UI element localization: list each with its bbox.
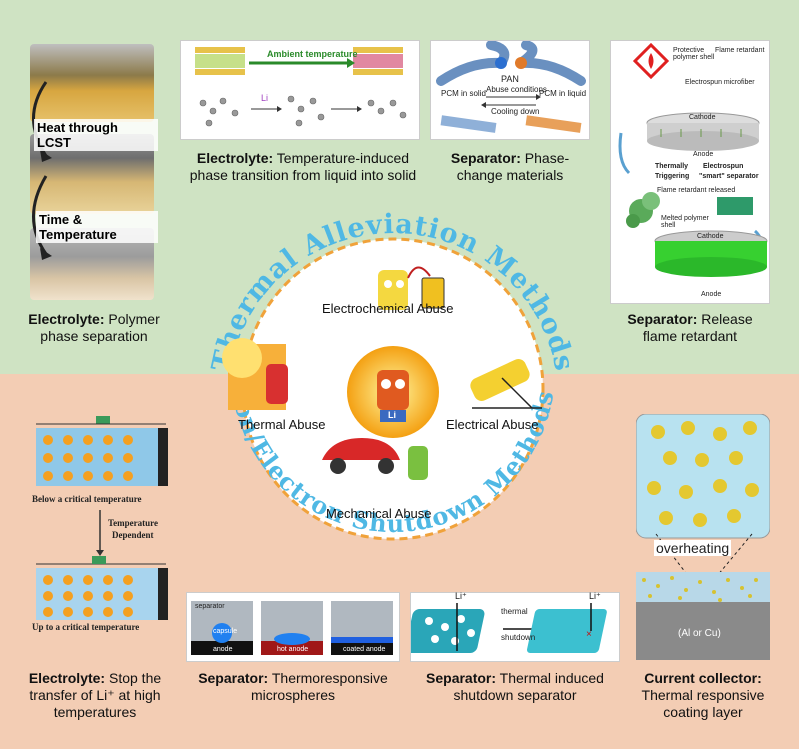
collector-caption: Current collector:Thermal responsive coa… bbox=[641, 670, 765, 720]
cathode2-label: Cathode bbox=[697, 233, 724, 240]
stop-transfer-panel: Below a critical temperature Temperature… bbox=[26, 416, 174, 636]
pcm-solid-label: PCM in solid bbox=[441, 89, 486, 98]
cooling-label: Cooling down bbox=[491, 107, 540, 116]
triggering-label: Triggering bbox=[655, 173, 690, 180]
ambient-temp-label: Ambient temperature bbox=[267, 49, 358, 59]
time-temp-label: Time & Temperature bbox=[36, 211, 158, 243]
flame-caption: Separator: Release flame retardant bbox=[627, 311, 753, 344]
melted-shell-label: Melted polymer shell bbox=[661, 215, 709, 229]
flame-retardant-panel: Protective polymer shell Flame retardant… bbox=[610, 40, 770, 304]
polymer-caption: Electrolyte: Polymer phase separation bbox=[28, 311, 160, 344]
li-in-label: Li⁺ bbox=[455, 591, 467, 601]
stop-caption: Electrolyte: Stop the transfer of Li⁺ at… bbox=[28, 670, 162, 720]
li-out-label: Li⁺ bbox=[589, 591, 601, 601]
anode-text: anode bbox=[213, 646, 233, 653]
microspheres-panel: separator capsule anode hot anode coated… bbox=[186, 592, 400, 662]
capsule-text: capsule bbox=[213, 628, 238, 635]
li-label: Li bbox=[261, 93, 269, 103]
abuse-conditions-label: Abuse conditions bbox=[486, 85, 547, 94]
coated-anode-text: coated anode bbox=[343, 646, 386, 653]
electrochemical-abuse-label: Electrochemical Abuse bbox=[322, 301, 454, 316]
hot-anode-text: hot anode bbox=[277, 646, 309, 653]
mechanical-abuse-label: Mechanical Abuse bbox=[326, 506, 432, 521]
anode-label: Anode bbox=[693, 151, 714, 158]
phase-transition-panel: Ambient temperature Li bbox=[180, 40, 420, 140]
process-arrows bbox=[32, 81, 52, 260]
vial-photo-1 bbox=[30, 44, 154, 122]
temp-dependent-label-1: Temperature bbox=[108, 518, 158, 528]
thermal-abuse-label: Thermal Abuse bbox=[238, 417, 326, 432]
pcm-liquid-label: PCM in liquid bbox=[539, 89, 587, 98]
overheating-label: overheating bbox=[654, 540, 732, 556]
shutdown-label: shutdown bbox=[501, 633, 536, 642]
microfiber-label: Electrospun microfiber bbox=[685, 79, 755, 86]
pcm-panel: PAN PCM in solid PCM in liquid Abuse con… bbox=[430, 40, 590, 140]
electrical-abuse-label: Electrical Abuse bbox=[446, 417, 539, 432]
shutdown-panel: × Li⁺ Li⁺ thermal shutdown bbox=[405, 591, 620, 662]
anode2-label: Anode bbox=[701, 291, 722, 298]
polymer-panel: Heat through LCST Time & Temperature bbox=[30, 38, 158, 302]
phase-caption: Electrolyte: Temperature-induced phase t… bbox=[189, 150, 417, 183]
pan-label: PAN bbox=[501, 74, 519, 84]
below-critical-label: Below a critical temperature bbox=[32, 494, 142, 504]
shutdown-caption: Separator: Thermal induced shutdown sepa… bbox=[426, 670, 604, 703]
temp-dependent-label-2: Dependent bbox=[112, 530, 154, 540]
center-li-label: Li bbox=[388, 410, 396, 420]
released-label: Flame retardant released bbox=[657, 187, 736, 194]
cathode-label: Cathode bbox=[689, 114, 716, 121]
thermally-label: Thermally bbox=[655, 163, 689, 170]
pcm-caption: Separator: Phase-change materials bbox=[450, 150, 570, 183]
heat-lcst-label: Heat through LCST bbox=[34, 119, 158, 151]
up-to-critical-label: Up to a critical temperature bbox=[32, 622, 140, 632]
thermal-label: thermal bbox=[501, 607, 528, 616]
svg-text:×: × bbox=[586, 629, 592, 640]
micro-caption: Separator: Thermoresponsive microspheres bbox=[198, 670, 388, 703]
collector-panel: overheating (Al or Cu) bbox=[635, 413, 771, 660]
abuse-circle: Thermal Alleviation Methods Ion/Electron… bbox=[202, 198, 584, 580]
smart-separator-label: "smart" separator bbox=[699, 173, 759, 180]
electrospun-label: Electrospun bbox=[703, 163, 744, 170]
separator-text: separator bbox=[195, 603, 225, 610]
cell-left bbox=[195, 47, 245, 75]
shell-label: Protective polymer shell bbox=[673, 47, 715, 61]
metal-label: (Al or Cu) bbox=[678, 628, 721, 639]
retardant-label: Flame retardant bbox=[715, 47, 765, 54]
cell-right bbox=[353, 47, 403, 75]
